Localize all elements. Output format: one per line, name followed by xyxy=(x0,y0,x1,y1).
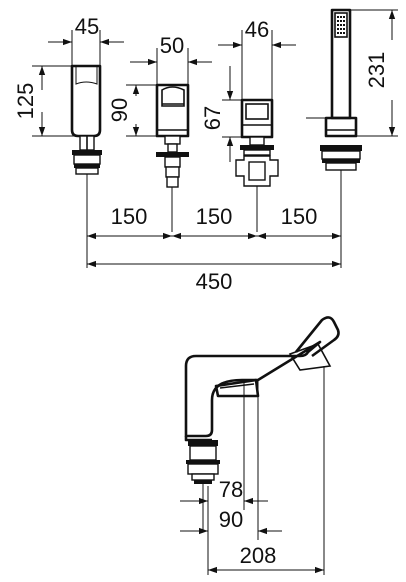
dim-handle2-width: 50 xyxy=(160,33,184,58)
dim-spout-208: 208 xyxy=(240,543,277,568)
dim-handle2-height: 90 xyxy=(107,98,132,122)
dim-total-width: 450 xyxy=(196,269,233,294)
mixer-handle-2 xyxy=(155,83,190,232)
hand-shower xyxy=(320,8,362,232)
spout-side-view xyxy=(184,316,340,532)
dim-shower-height: 231 xyxy=(364,52,389,89)
diverter-handle xyxy=(235,98,279,232)
dim-spout-90: 90 xyxy=(219,507,243,532)
dim-handle1-width: 45 xyxy=(75,14,99,39)
dim-handle3-width: 46 xyxy=(245,17,269,42)
dim-spacing-3: 150 xyxy=(281,204,318,229)
dim-handle1-height: 125 xyxy=(13,83,38,120)
dim-spacing-2: 150 xyxy=(196,204,233,229)
dimension-lines-side xyxy=(180,366,325,575)
dim-handle3-height: 67 xyxy=(200,106,225,130)
dim-spout-78: 78 xyxy=(219,477,243,502)
mixer-handle-1 xyxy=(70,64,102,232)
dim-spacing-1: 150 xyxy=(111,204,148,229)
dimension-lines-top xyxy=(32,9,398,268)
